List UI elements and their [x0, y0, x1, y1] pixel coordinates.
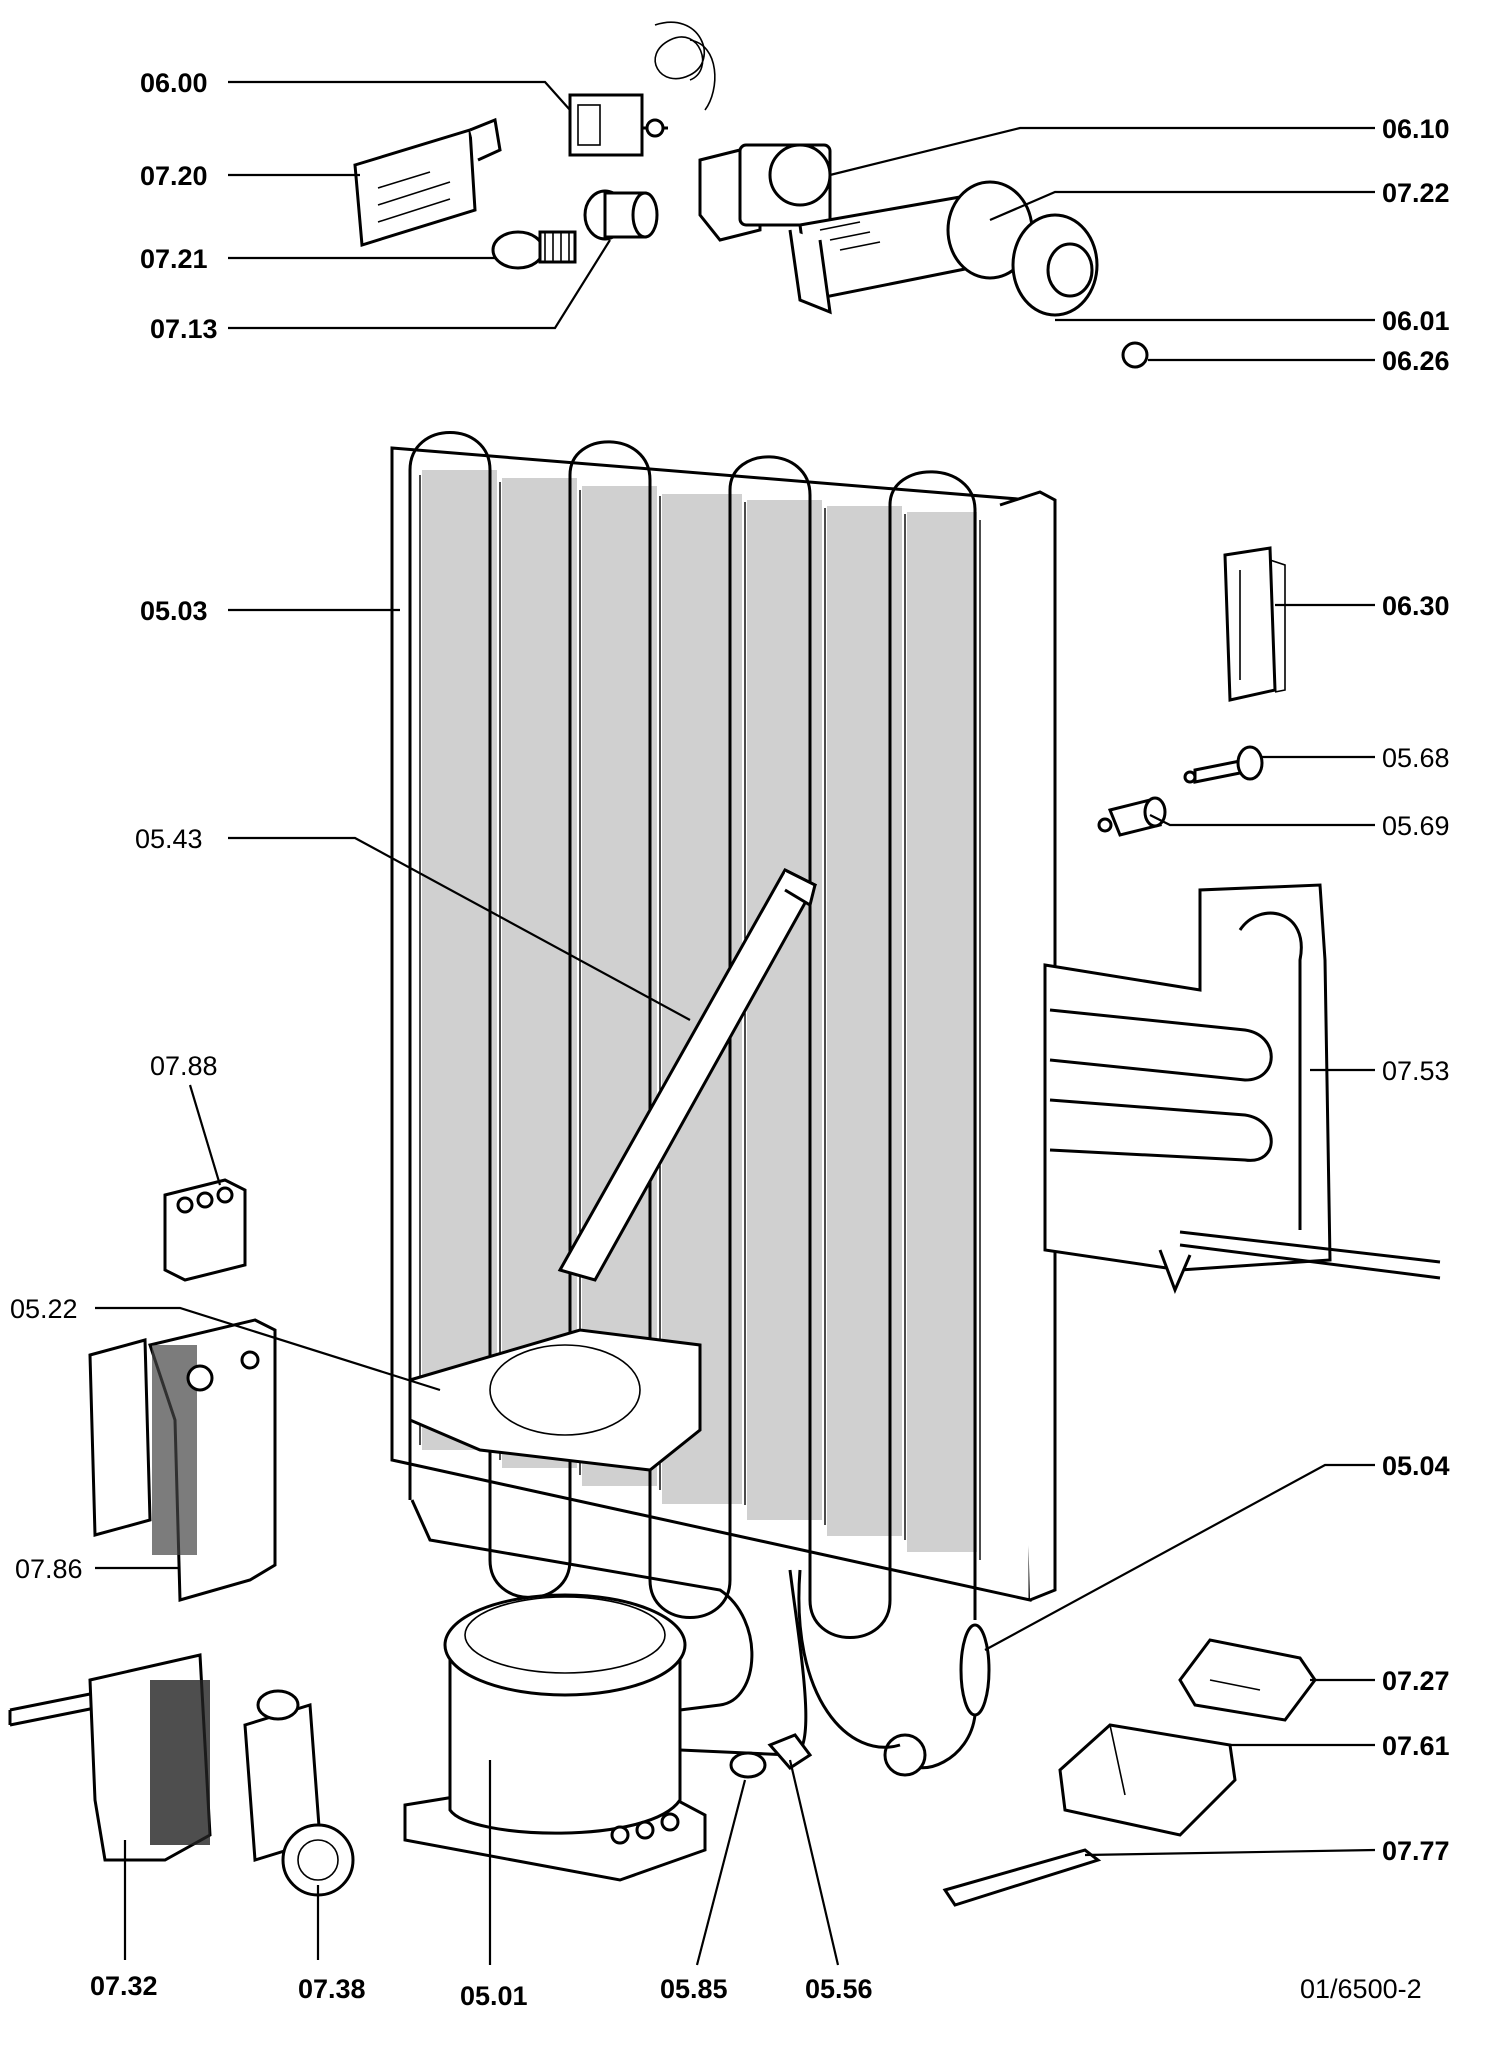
compressor-05-01-part — [403, 1499, 808, 1882]
callout-07-86: 07.86 — [15, 1554, 83, 1584]
lamp-holder-07-13-part — [583, 189, 659, 241]
callout-07-32: 07.32 — [90, 1971, 158, 2001]
callout-05-22: 05.22 — [10, 1294, 78, 1324]
callout-labels: 06.00 07.20 07.21 07.13 06.10 07.22 06.0… — [10, 68, 1450, 2011]
callout-06-00: 06.00 — [140, 68, 208, 98]
leader-lines — [95, 80, 1376, 1966]
callout-07-88: 07.88 — [150, 1051, 218, 1081]
callout-07-61: 07.61 — [1382, 1731, 1450, 1761]
callout-05-04: 05.04 — [1382, 1451, 1450, 1481]
relay-housing-07-86-part — [88, 1318, 277, 1602]
thermostat-knob-06-01-part — [1011, 213, 1099, 317]
sleeve-05-69-part — [1097, 796, 1167, 837]
electronic-module-07-61-part — [1058, 1723, 1237, 1837]
relay-07-32-part — [8, 1653, 212, 1862]
callout-05-56: 05.56 — [805, 1974, 873, 2004]
fixing-strip-07-77-part — [942, 1848, 1102, 1907]
clamp-05-56-part — [767, 1733, 813, 1770]
callout-05-03: 05.03 — [140, 596, 208, 626]
callout-06-30: 06.30 — [1382, 591, 1450, 621]
callout-05-43: 05.43 — [135, 824, 203, 854]
callout-06-10: 06.10 — [1382, 114, 1450, 144]
thermostat-bracket-06-30-part — [1223, 546, 1286, 702]
clip-06-26-part — [1121, 341, 1149, 369]
drip-tray-05-22-part — [408, 1328, 702, 1472]
lamp-bulb-07-21-part — [491, 230, 577, 270]
callout-05-69: 05.69 — [1382, 811, 1450, 841]
condenser-05-03-part — [390, 431, 1057, 1639]
callout-07-21: 07.21 — [140, 244, 208, 274]
light-switch-06-10-part — [698, 143, 832, 242]
callout-07-27: 07.27 — [1382, 1666, 1450, 1696]
thermostat-06-00-part — [568, 93, 668, 157]
grommet-05-85-part — [729, 1751, 767, 1779]
evaporator-plate-07-53-part — [1043, 883, 1441, 1295]
starter-07-38-part — [243, 1689, 355, 1897]
callout-06-26: 06.26 — [1382, 346, 1450, 376]
filter-dryer-05-04-part — [797, 1560, 991, 1777]
callout-06-01: 06.01 — [1382, 306, 1450, 336]
lamp-cover-07-20-part — [353, 117, 502, 247]
callout-05-85: 05.85 — [660, 1974, 728, 2004]
callout-07-53: 07.53 — [1382, 1056, 1450, 1086]
callout-05-68: 05.68 — [1382, 743, 1450, 773]
callout-07-38: 07.38 — [298, 1974, 366, 2004]
callout-05-01: 05.01 — [460, 1981, 528, 2011]
callout-07-13: 07.13 — [150, 314, 218, 344]
callout-07-20: 07.20 — [140, 161, 208, 191]
drawing-number: 01/6500-2 — [1300, 1974, 1422, 2004]
control-board-07-27-part — [1178, 1638, 1317, 1722]
callout-07-77: 07.77 — [1382, 1836, 1450, 1866]
callout-07-22: 07.22 — [1382, 178, 1450, 208]
drain-channel-05-43-part — [557, 868, 818, 1282]
thermostat-coil-part — [654, 21, 716, 111]
terminal-block-07-88-part — [163, 1178, 247, 1282]
spindle-05-68-part — [1183, 745, 1264, 784]
